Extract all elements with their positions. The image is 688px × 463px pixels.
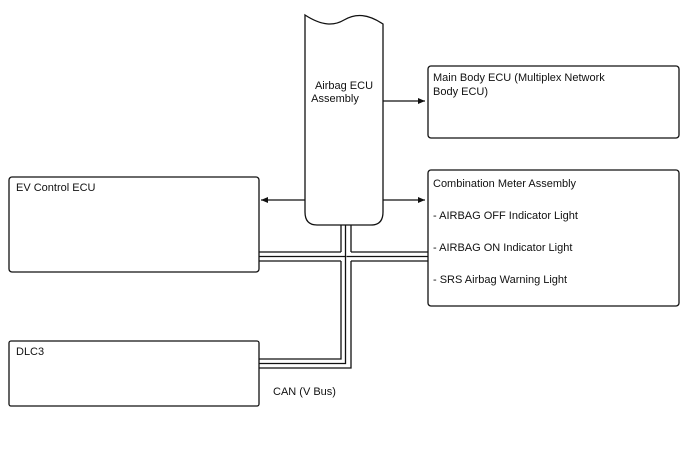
indicator-airbag-off: - AIRBAG OFF Indicator Light xyxy=(433,210,578,222)
main-body-ecu-box xyxy=(427,65,680,139)
dlc3-branch-inner-line xyxy=(258,261,342,360)
can-bus-label: CAN (V Bus) xyxy=(273,386,336,398)
dlc3-branch-outer-line xyxy=(258,261,352,369)
dlc3: DLC3 xyxy=(8,340,260,407)
signal-arrows xyxy=(261,98,425,203)
dlc3-box xyxy=(8,340,260,407)
airbag-ecu-label-line2: Assembly xyxy=(311,93,359,105)
can-bus-lines xyxy=(258,222,430,369)
main-body-ecu: Main Body ECU (Multiplex Network Body EC… xyxy=(427,65,680,139)
combination-meter-box xyxy=(427,169,680,307)
combination-meter-assembly: Combination Meter Assembly - AIRBAG OFF … xyxy=(427,169,680,307)
srs-warning-light: - SRS Airbag Warning Light xyxy=(433,274,567,286)
dlc3-label: DLC3 xyxy=(16,346,44,358)
indicator-airbag-on: - AIRBAG ON Indicator Light xyxy=(433,242,572,254)
main-body-ecu-label-line2: Body ECU) xyxy=(433,86,488,98)
dlc3-branch-middle-line xyxy=(258,256,347,365)
airbag-ecu-label-line1: Airbag ECU xyxy=(315,80,373,92)
airbag-ecu-assembly: Airbag ECU Assembly xyxy=(304,13,384,226)
ev-control-ecu-box xyxy=(8,176,260,273)
main-body-ecu-label-line1: Main Body ECU (Multiplex Network xyxy=(433,72,605,84)
ev-control-ecu-label: EV Control ECU xyxy=(16,182,96,194)
airbag-ecu-shape xyxy=(304,13,384,226)
ev-control-ecu: EV Control ECU xyxy=(8,176,260,273)
combination-meter-title: Combination Meter Assembly xyxy=(433,178,577,190)
